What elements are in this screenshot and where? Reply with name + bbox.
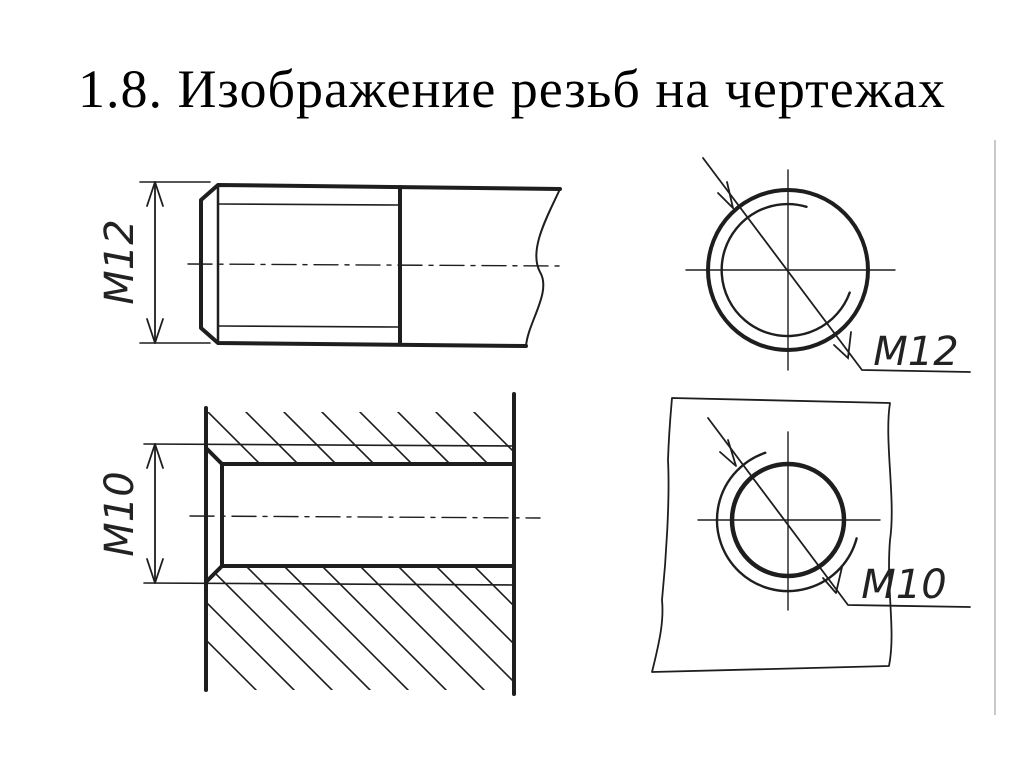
section-hatching-bottom [206, 566, 514, 690]
dimension-label-m12-side: M12 [97, 219, 143, 304]
arrow-b-m10 [822, 566, 843, 594]
arrow-b [833, 331, 852, 360]
axis-line-section [189, 515, 541, 519]
leader-line [702, 157, 971, 373]
internal-thread-section: M10 [97, 392, 541, 696]
arrow-a-m10 [719, 439, 737, 467]
arrow-top [146, 181, 164, 207]
hole-contour-bottom [204, 564, 516, 584]
dimension-label-m10-end: M10 [861, 562, 946, 608]
thread-root-line-bottom [217, 325, 401, 328]
thread-arc [720, 202, 851, 338]
leader-line-m10 [707, 417, 971, 608]
slide-title: 1.8. Изображение резьб на чертежах [78, 59, 946, 119]
internal-thread-end-view: M10 [651, 397, 971, 673]
external-thread-end-view: M12 [685, 157, 971, 375]
arrow-top-m10 [146, 443, 164, 469]
arrow-bottom [146, 318, 164, 344]
external-thread-side-view: M12 [97, 181, 562, 348]
axis-line [187, 263, 561, 267]
dimension-label-m10-section: M10 [97, 471, 143, 556]
thread-root-line-top [217, 203, 401, 206]
dimension-label-m12-end: M12 [873, 329, 958, 375]
section-hatching-top [206, 412, 514, 464]
thread-major-line-bottom [143, 582, 515, 586]
break-line [525, 188, 561, 347]
thread-major-arc [715, 451, 858, 593]
arrow-a [717, 181, 735, 211]
arrow-bottom-m10 [146, 558, 164, 584]
part-boundary [651, 397, 893, 673]
thread-major-line-top [143, 443, 515, 447]
